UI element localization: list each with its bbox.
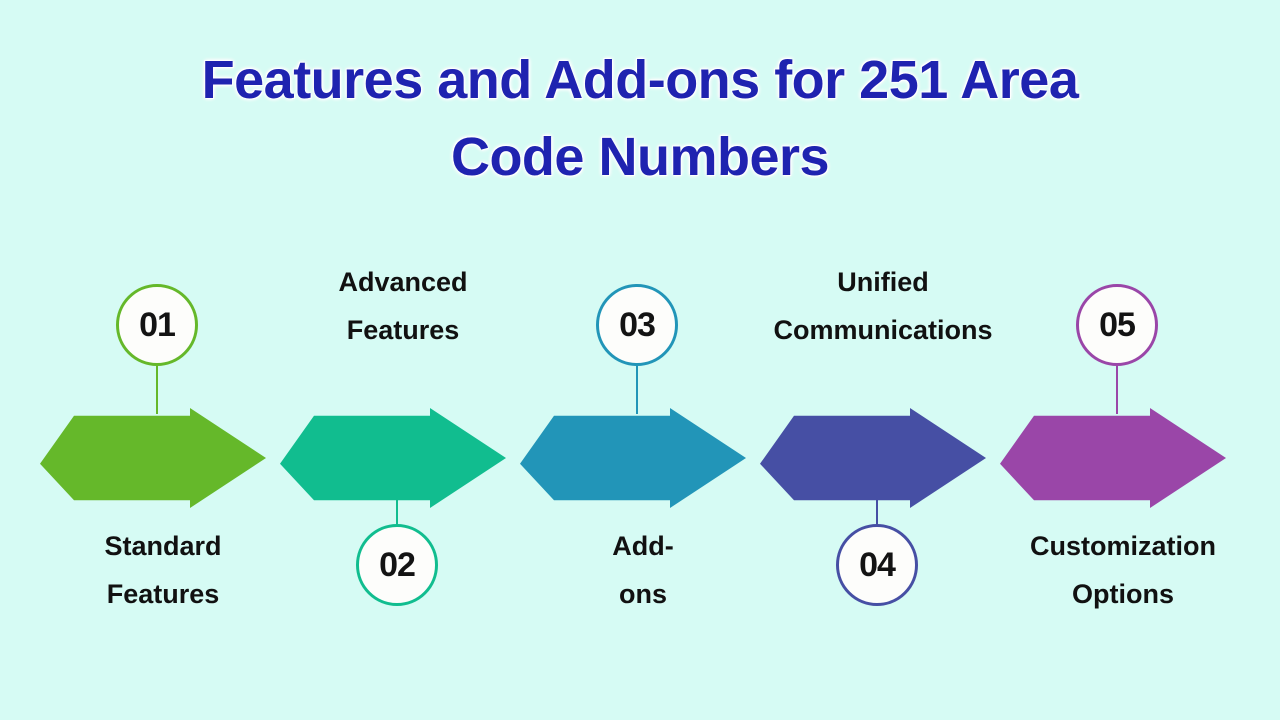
step-arrow-icon <box>278 408 528 508</box>
step-label: Standard Features <box>104 531 222 610</box>
step-number-badge[interactable]: 05 <box>1076 284 1158 366</box>
connector-stem <box>876 480 878 528</box>
connector-stem <box>1116 366 1118 414</box>
step-number-badge[interactable]: 04 <box>836 524 918 606</box>
step-arrow-icon <box>38 408 288 508</box>
process-step[interactable]: 04 Unified Communications <box>758 240 1008 640</box>
step-arrow-icon <box>998 408 1248 508</box>
step-arrow-icon <box>758 408 1008 508</box>
process-step[interactable]: 02 Advanced Features <box>278 240 528 640</box>
step-label: Add- ons <box>612 531 674 610</box>
connector-stem <box>636 366 638 414</box>
step-number-badge[interactable]: 02 <box>356 524 438 606</box>
connector-stem <box>156 366 158 414</box>
step-number-badge[interactable]: 03 <box>596 284 678 366</box>
step-number-badge[interactable]: 01 <box>116 284 198 366</box>
step-label: Unified Communications <box>773 267 993 346</box>
step-label: Advanced Features <box>338 267 468 346</box>
step-arrow-icon <box>518 408 768 508</box>
step-label: Customization Options <box>1030 531 1216 610</box>
connector-stem <box>396 480 398 528</box>
page-title: Features and Add-ons for 251 Area Code N… <box>201 50 1079 187</box>
